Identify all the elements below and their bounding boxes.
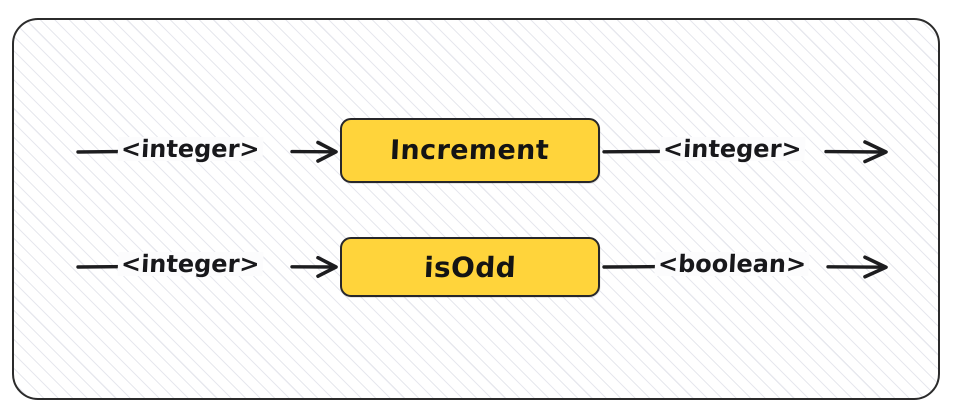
function-node-isodd[interactable]: isOdd — [340, 237, 600, 297]
diagram-frame — [12, 18, 940, 400]
function-node-label: Increment — [389, 135, 551, 166]
wires-row-1 — [76, 255, 888, 279]
input-arrowhead-icon — [316, 140, 338, 163]
input-type-label: <integer> — [117, 250, 264, 278]
input-arrowhead-icon — [316, 255, 338, 278]
function-node-label: isOdd — [423, 250, 517, 284]
function-node-increment[interactable]: Increment — [340, 118, 600, 183]
output-arrowhead-icon — [863, 140, 888, 164]
input-type-label: <integer> — [117, 135, 264, 163]
function-row-increment: <integer> Increment <integer> — [0, 115, 954, 185]
output-arrowhead-icon — [863, 255, 888, 279]
function-row-isodd: <integer> isOdd <boolean> — [0, 232, 954, 302]
output-type-label: <integer> — [659, 135, 806, 163]
output-type-label: <boolean> — [654, 250, 810, 278]
